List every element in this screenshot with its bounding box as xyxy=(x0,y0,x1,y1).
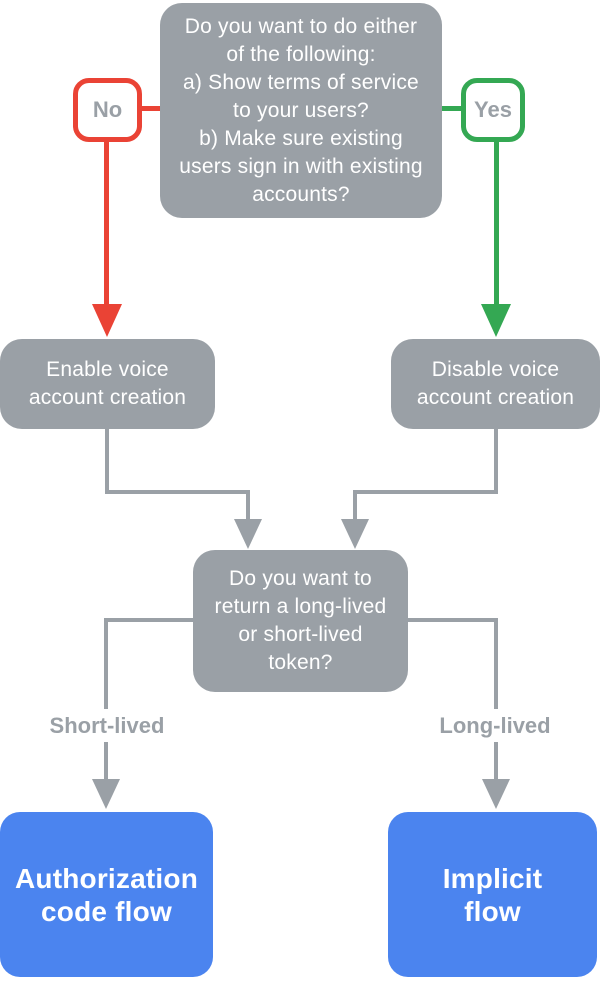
connector-long-lived-down xyxy=(494,618,498,781)
short-lived-label: Short-lived xyxy=(22,709,192,742)
arrowhead-long-lived-icon xyxy=(482,779,510,809)
connector-yes-horizontal xyxy=(440,106,466,111)
connector-disable-across xyxy=(353,490,498,494)
implicit-flow-box: Implicit flow xyxy=(388,812,597,977)
connector-enable-drop xyxy=(246,490,250,522)
connector-disable-drop xyxy=(353,490,357,522)
arrowhead-short-lived-icon xyxy=(92,779,120,809)
connector-long-lived-across xyxy=(408,618,498,622)
connector-disable-down xyxy=(494,429,498,494)
connector-no-horizontal xyxy=(137,106,163,111)
arrowhead-yes-down-icon xyxy=(481,304,511,337)
arrowhead-converge-right-icon xyxy=(341,519,369,549)
arrowhead-no-down-icon xyxy=(92,304,122,337)
no-badge: No xyxy=(73,78,142,142)
yes-badge: Yes xyxy=(461,78,525,142)
authorization-code-flow-box: Authorization code flow xyxy=(0,812,213,977)
connector-no-vertical xyxy=(104,140,109,306)
connector-short-lived-across xyxy=(104,618,194,622)
long-lived-label: Long-lived xyxy=(410,709,580,742)
connector-enable-across xyxy=(105,490,250,494)
arrowhead-converge-left-icon xyxy=(234,519,262,549)
question-token-box: Do you want to return a long-lived or sh… xyxy=(193,550,408,692)
connector-enable-down xyxy=(105,429,109,494)
connector-yes-vertical xyxy=(494,140,499,306)
connector-short-lived-down xyxy=(104,618,108,781)
enable-voice-box: Enable voice account creation xyxy=(0,339,215,429)
question-terms-box: Do you want to do either of the followin… xyxy=(160,3,442,218)
disable-voice-box: Disable voice account creation xyxy=(391,339,600,429)
